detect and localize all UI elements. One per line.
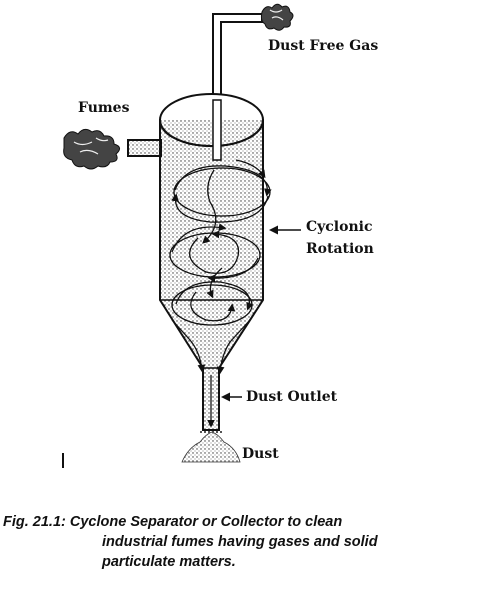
smoke-puff-icon: [260, 3, 294, 31]
cyclone-separator-diagram: [63, 3, 301, 463]
cyclonic-label: Cyclonic: [306, 219, 373, 235]
caption-line-3: particulate matters.: [102, 554, 236, 570]
dust-outlet-label: Dust Outlet: [246, 389, 338, 405]
figure-caption: Fig. 21.1: Cyclone Separator or Collecto…: [3, 512, 489, 572]
fumes-label: Fumes: [78, 100, 130, 116]
dust-label: Dust: [242, 446, 279, 462]
caption-line-1: Fig. 21.1: Cyclone Separator or Collecto…: [3, 514, 343, 530]
smoke-puff-icon: [63, 128, 120, 170]
dust-pile: [181, 431, 241, 463]
fumes-inlet-pipe: [127, 139, 162, 157]
caption-line-2: industrial fumes having gases and solid: [102, 534, 378, 550]
rotation-label: Rotation: [306, 241, 374, 257]
text-cursor-icon: [62, 453, 64, 468]
cyclonic-flow-paths: [169, 159, 272, 428]
dust-free-gas-label: Dust Free Gas: [268, 38, 379, 54]
